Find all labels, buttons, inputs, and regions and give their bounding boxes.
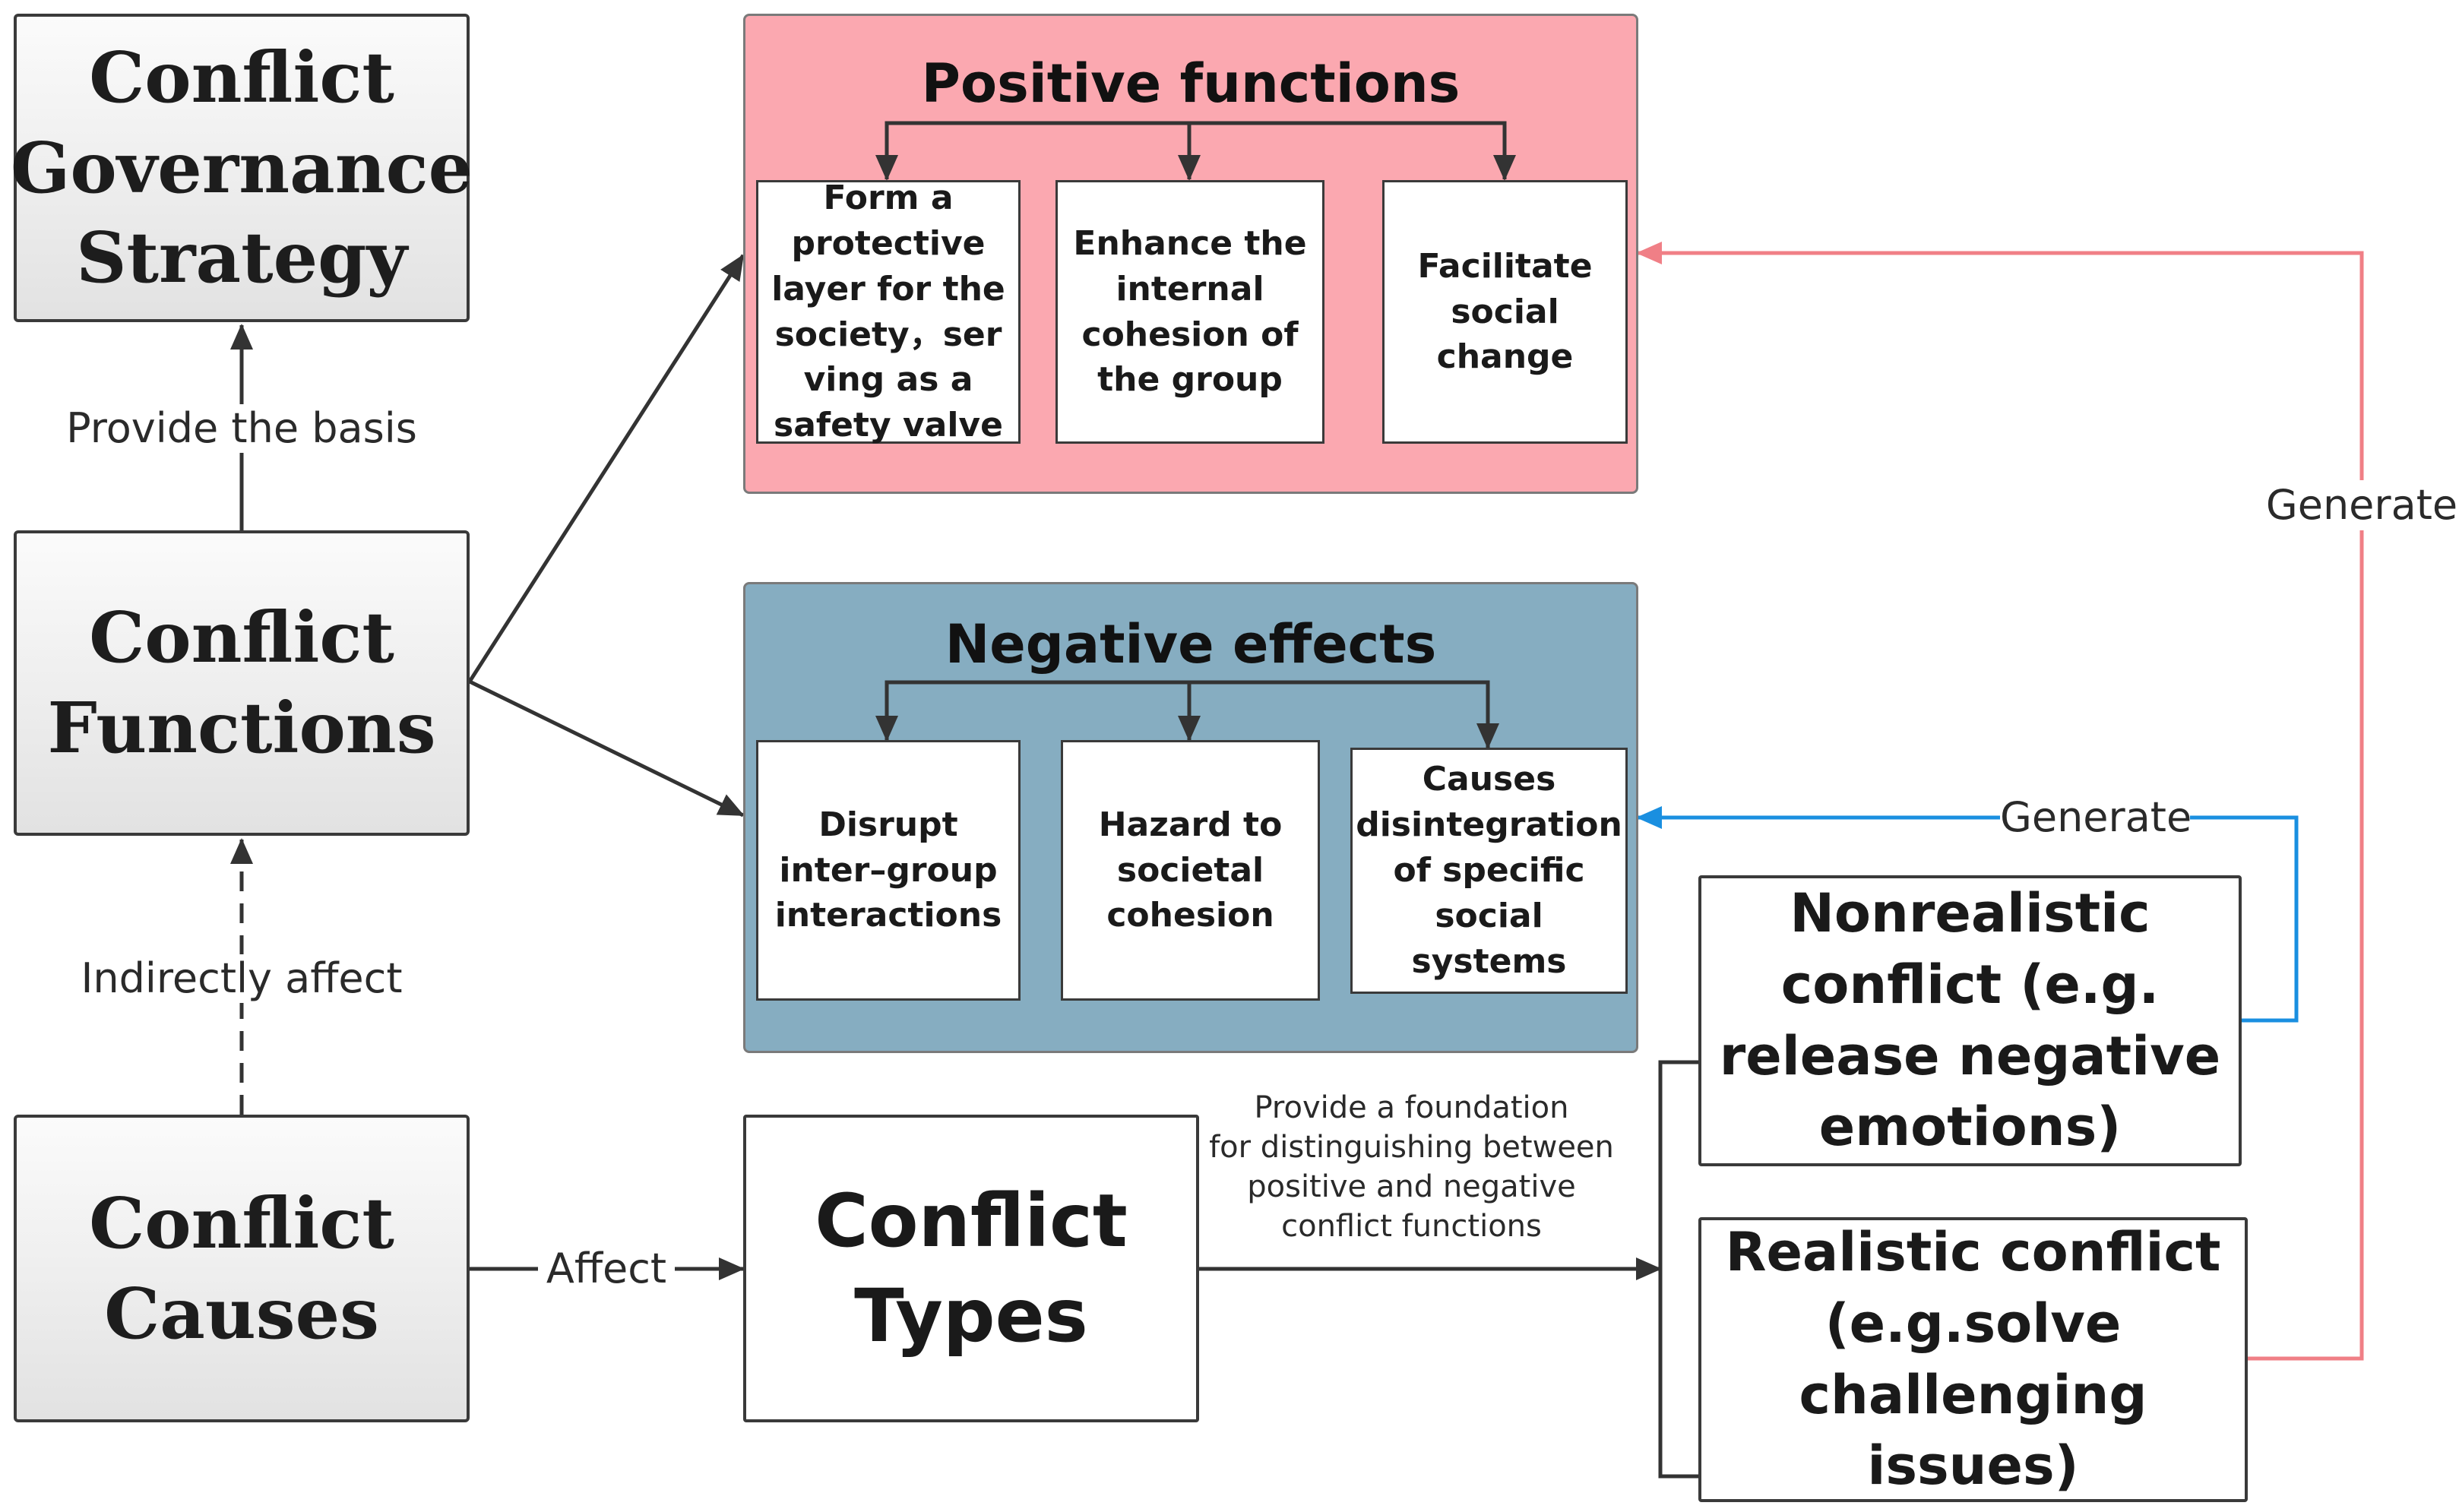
positive-item-internal-cohesion: Enhance the internal cohesion of the gro… — [1055, 180, 1324, 444]
box-realistic-conflict: Realistic conflict (e.g.solve challengin… — [1698, 1217, 2248, 1502]
kinds-bracket — [1658, 1060, 1698, 1479]
label-generate-red: Generate — [2264, 480, 2459, 530]
arrow-realistic-generates-positive — [1636, 242, 2364, 1361]
negative-item-inter-group: Disrupt inter–group interactions — [756, 740, 1021, 1001]
label-foundation: Provide a foundation for distinguishing … — [1209, 1090, 1614, 1244]
box-nonrealistic-conflict: Nonrealistic conflict (e.g. release nega… — [1698, 875, 2242, 1166]
negative-effects-title: Negative effects — [945, 613, 1437, 675]
box-conflict-governance-strategy: Conflict Governance Strategy — [11, 14, 473, 322]
box-conflict-types: Conflict Types — [743, 1115, 1199, 1422]
positive-item-safety-valve: Form a protective layer for the society，… — [756, 179, 1021, 444]
label-generate-blue: Generate — [2000, 793, 2192, 841]
box-conflict-causes: Conflict Causes — [14, 1115, 470, 1422]
positive-functions-title: Positive functions — [921, 52, 1461, 115]
box-conflict-functions: Conflict Functions — [14, 530, 470, 836]
arrow-functions-to-negative — [468, 679, 745, 818]
label-provide-the-basis: Provide the basis — [46, 404, 438, 453]
negative-item-societal-cohesion: Hazard to societal cohesion — [1061, 740, 1320, 1001]
label-indirectly-affect: Indirectly affect — [46, 954, 438, 1003]
arrow-functions-to-positive — [467, 254, 745, 683]
label-affect: Affect — [538, 1246, 675, 1292]
negative-item-disintegration: Causes disintegration of specific social… — [1350, 748, 1628, 994]
arrow-nonrealistic-generates-negative — [1636, 806, 2299, 1023]
positive-item-social-change: Facilitate social change — [1382, 180, 1628, 444]
